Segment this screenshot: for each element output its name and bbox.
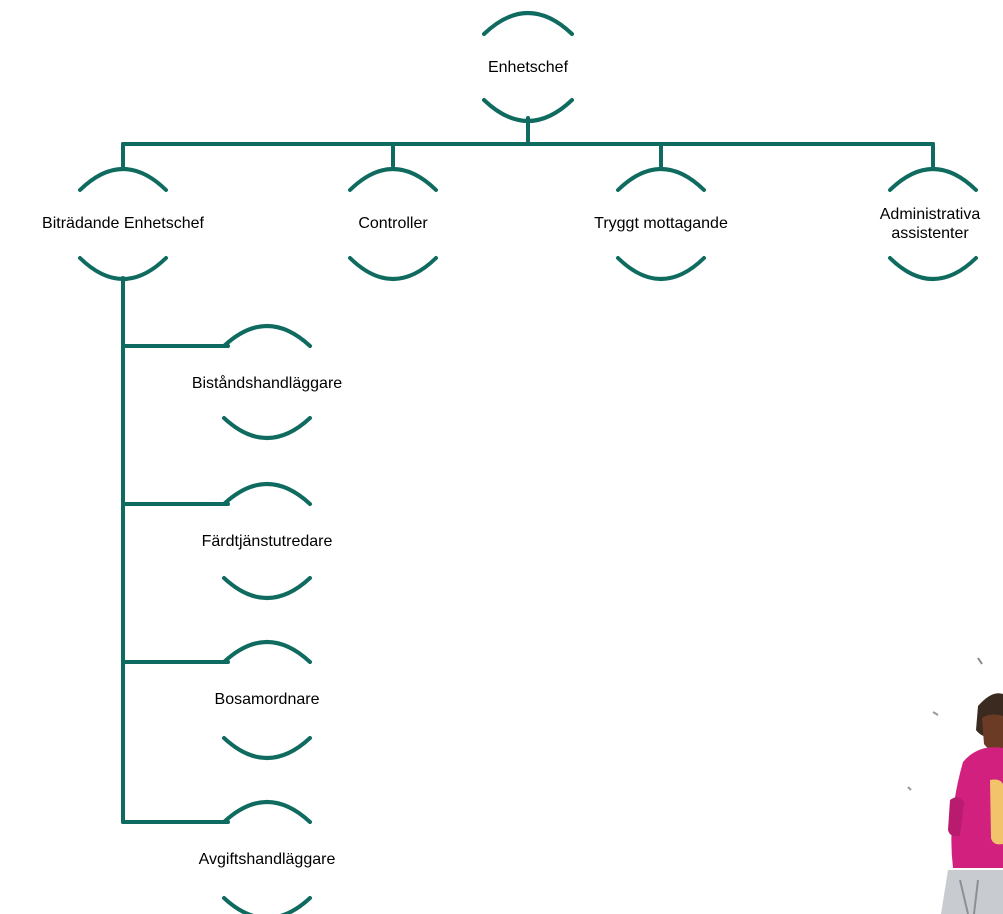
node-label-fardtjanst: Färdtjänstutredare (201, 533, 333, 550)
node-label-controller: Controller (358, 215, 428, 232)
node-label-bitradande: Biträdande Enhetschef (42, 215, 204, 232)
node-label-tryggt: Tryggt mottagande (594, 215, 728, 232)
node-label-bosamordnare: Bosamordnare (214, 691, 320, 708)
node-arc-top-admin (888, 167, 978, 192)
node-arc-bottom-bosamordnare (222, 736, 312, 760)
node-label-bistand: Biståndshandläggare (191, 375, 343, 392)
node-arc-top-bistand (222, 324, 312, 348)
node-arc-bottom-bitradande (78, 256, 168, 281)
node-arc-bottom-fardtjanst (222, 576, 312, 600)
node-arc-bottom-controller (348, 256, 438, 281)
node-arc-top-bosamordnare (222, 640, 312, 664)
node-arc-bottom-admin (888, 256, 978, 281)
node-arc-top-root (482, 11, 574, 36)
node-label-avgift: Avgiftshandläggare (198, 851, 336, 868)
node-arc-bottom-root (482, 98, 574, 123)
node-arc-bottom-tryggt (616, 256, 706, 281)
node-arc-bottom-avgift (222, 896, 312, 914)
node-arc-bottom-bistand (222, 416, 312, 440)
node-arc-top-avgift (222, 800, 312, 824)
node-label-root: Enhetschef (487, 59, 569, 76)
node-arc-top-tryggt (616, 167, 706, 192)
node-arc-top-fardtjanst (222, 482, 312, 506)
node-label-admin: Administrativa assistenter (879, 206, 981, 242)
node-arc-top-controller (348, 167, 438, 192)
node-arc-top-bitradande (78, 167, 168, 192)
